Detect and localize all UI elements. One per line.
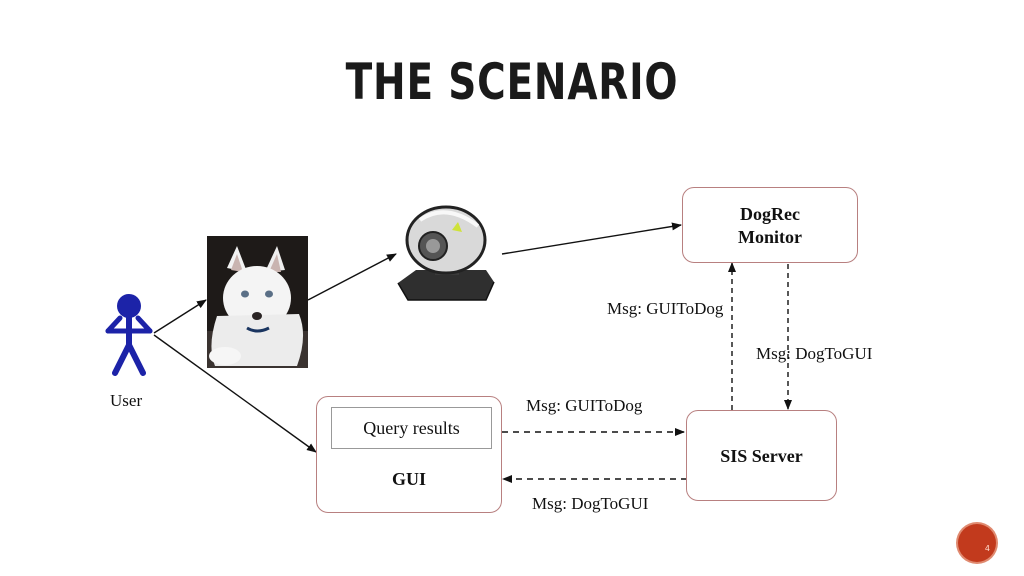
husky-puppy-image [207, 236, 308, 368]
arrow-webcam-to-monitor [501, 222, 682, 255]
dogrec-monitor-line1: DogRec [740, 204, 800, 224]
arrow-user-to-dog [153, 299, 207, 334]
msg-dog-to-gui-lower: Msg: DogToGUI [532, 494, 649, 513]
stick-figure-icon [105, 294, 153, 376]
slide-title: THE SCENARIO [345, 53, 679, 111]
arrow-dog-to-webcam [307, 253, 397, 301]
stop-button[interactable] [443, 455, 491, 503]
dogrec-monitor-box: DogRec Monitor [682, 187, 858, 263]
msg-gui-to-dog-upper: Msg: GUIToDog [607, 299, 724, 318]
page-number-badge: 4 [958, 524, 996, 562]
gui-panel: Query results GUI [316, 396, 502, 513]
dogrec-monitor-line2: Monitor [738, 227, 802, 247]
gui-label: GUI [391, 469, 426, 489]
page-number: 4 [984, 544, 990, 553]
sis-server-label: SIS Server [720, 446, 803, 466]
arrow-user-to-gui [153, 334, 317, 453]
msg-gui-to-dog-lower: Msg: GUIToDog [526, 396, 643, 415]
webcam-icon [397, 205, 495, 301]
msg-dog-to-gui-right: Msg: DogToGUI [756, 344, 873, 363]
query-results-field: Query results [331, 407, 492, 449]
sis-server-box: SIS Server [686, 410, 837, 501]
user-label: User [110, 391, 143, 410]
